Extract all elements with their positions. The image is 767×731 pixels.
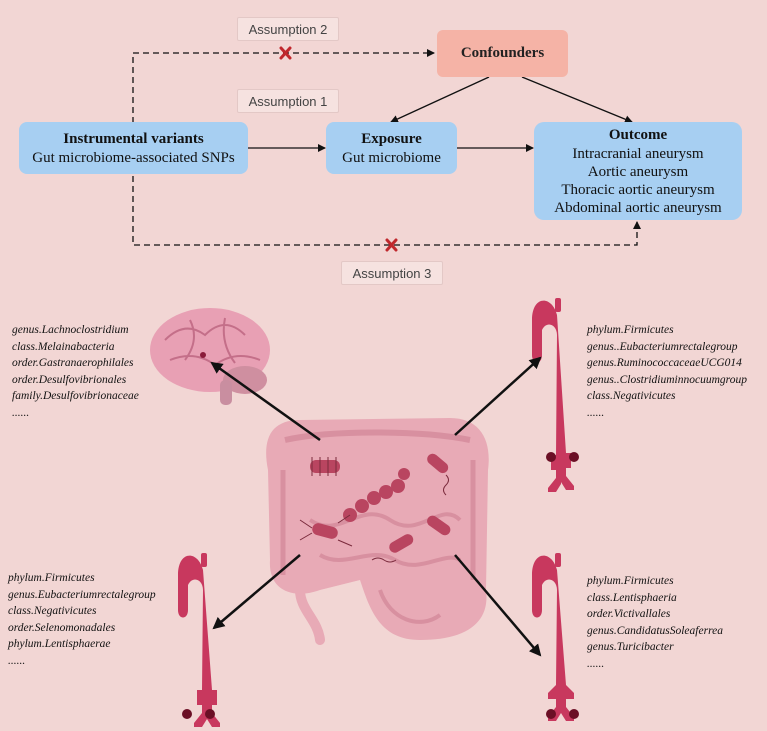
cross-icon — [385, 238, 398, 252]
taxon: genus.RuminococcaceaeUCG014 — [587, 357, 742, 369]
taxon: ...... — [8, 654, 26, 667]
taxon: order.Gastranaerophilales — [12, 357, 134, 369]
brain-icon — [150, 308, 270, 405]
gut-to-thoracic-aorta-arrow — [454, 356, 542, 436]
outcome-line: Aortic aneurysm — [587, 163, 689, 180]
intestine-icon — [266, 418, 489, 645]
aorta-icon — [178, 553, 220, 727]
taxon: phylum.Lentisphaerae — [8, 638, 111, 650]
taxon: genus.CandidatusSoleaferrea — [587, 624, 723, 637]
instrumental-variants-subtitle: Gut microbiome-associated SNPs — [32, 149, 235, 166]
taxon: phylum.Firmicutes — [587, 324, 674, 336]
bacteria-icon — [310, 457, 340, 476]
taxon: genus..Eubacteriumrectalegroup — [587, 340, 738, 353]
assumption-2-label: Assumption 2 — [237, 17, 339, 41]
instrumental-variants-title: Instrumental variants — [63, 130, 204, 147]
assumption-3-path — [132, 176, 641, 246]
taxon: genus.Eubacteriumrectalegroup — [8, 588, 156, 601]
confounders-box: Confounders — [437, 30, 568, 77]
outcome-line: Thoracic aortic aneurysm — [561, 181, 715, 198]
confounders-to-exposure-arrow — [390, 76, 490, 123]
taxon: ...... — [587, 657, 605, 670]
outcome-line: Intracranial aneurysm — [572, 145, 704, 162]
taxon: class.Melainabacteria — [12, 340, 115, 353]
gut-to-abdominal-aorta-arrow — [454, 554, 542, 657]
bottom-right-taxa-list: phylum.Firmicutes class.Lentisphaeria or… — [587, 573, 723, 672]
bacteria-icon — [427, 453, 449, 496]
exposure-box: Exposure Gut microbiome — [326, 122, 457, 174]
taxon: ...... — [12, 406, 30, 419]
taxon: order.Victivallales — [587, 608, 671, 620]
taxon: genus.Turicibacter — [587, 641, 674, 653]
top-right-taxa-list: phylum.Firmicutes genus..Eubacteriumrect… — [587, 322, 747, 421]
outcome-line: Abdominal aortic aneurysm — [554, 199, 722, 216]
taxon: class.Negativicutes — [587, 390, 676, 402]
cross-icon — [279, 46, 292, 60]
taxon: order.Desulfovibrionales — [12, 373, 127, 386]
taxon: order.Selenomonadales — [8, 621, 116, 634]
taxon: class.Lentisphaeria — [587, 591, 677, 604]
instrumental-variants-box: Instrumental variants Gut microbiome-ass… — [19, 122, 248, 174]
exposure-subtitle: Gut microbiome — [342, 149, 441, 166]
outcome-box: Outcome Intracranial aneurysm Aortic ane… — [534, 122, 742, 220]
brain-taxa-list: genus.Lachnoclostridium class.Melainabac… — [12, 322, 139, 421]
exposure-title: Exposure — [361, 130, 422, 147]
assumption-2-path — [132, 49, 435, 123]
bacteria-icon — [299, 514, 353, 547]
gut-to-aortic-arrow — [212, 554, 301, 630]
taxon: genus..Clostridiuminnocuumgroup — [587, 373, 747, 386]
taxon: phylum.Firmicutes — [8, 572, 95, 584]
confounders-to-outcome-arrow — [521, 76, 633, 124]
taxon: ...... — [587, 406, 605, 419]
taxon: phylum.Firmicutes — [587, 575, 674, 587]
bottom-left-taxa-list: phylum.Firmicutes genus.Eubacteriumrecta… — [8, 570, 156, 669]
bacteria-icon — [371, 515, 451, 563]
gut-to-brain-arrow — [210, 361, 321, 442]
outcome-title: Outcome — [608, 126, 668, 143]
assumption-1-label: Assumption 1 — [237, 89, 339, 113]
aorta-icon — [532, 298, 579, 492]
aorta-icon — [532, 553, 579, 721]
assumption-3-label: Assumption 3 — [341, 261, 443, 285]
taxon: family.Desulfovibrionaceae — [12, 390, 139, 402]
taxon: class.Negativicutes — [8, 605, 97, 617]
taxon: genus.Lachnoclostridium — [12, 324, 129, 336]
